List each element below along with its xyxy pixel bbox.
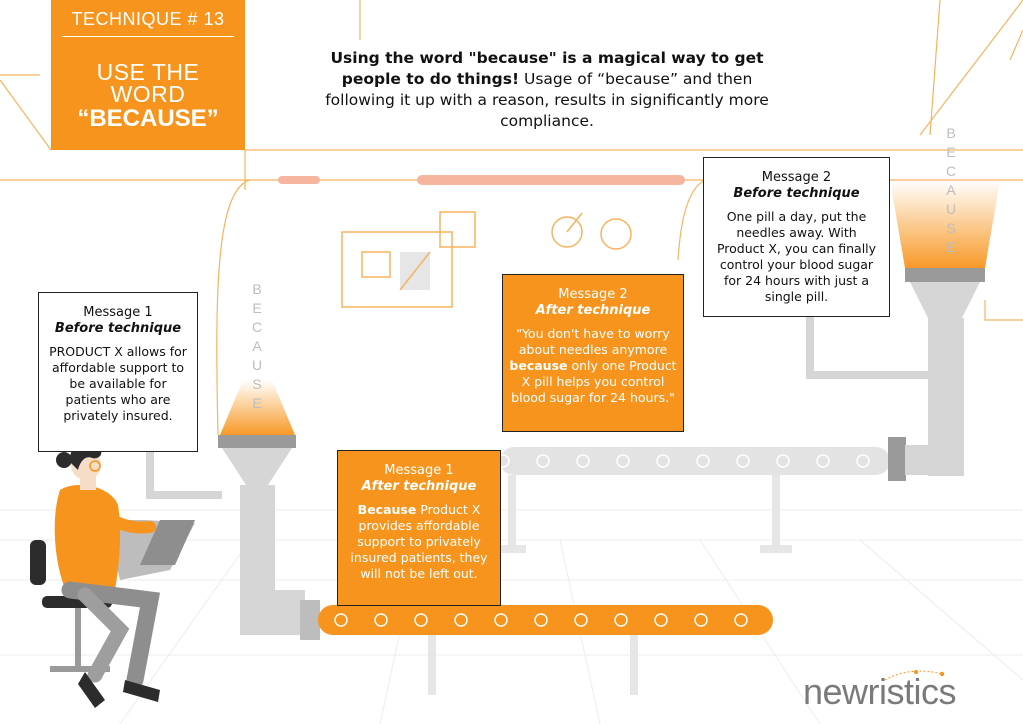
logo-dots-icon (884, 670, 945, 681)
newristics-logo: newristics (803, 671, 957, 712)
left-funnel (218, 435, 305, 635)
message-subtitle: After technique (361, 479, 477, 494)
light-beam (890, 180, 1000, 268)
message-title: Message 1 (384, 463, 454, 478)
conveyor-rollers (496, 454, 870, 468)
pipe-small (806, 315, 930, 379)
intro-text: Using the word "because" is a magical wa… (322, 48, 772, 132)
conveyor-leg (508, 475, 516, 550)
technique-title-line1: USE THE (96, 59, 200, 85)
message-subtitle: Before technique (733, 186, 860, 201)
conveyor-joint (888, 437, 906, 481)
conveyor-leg (772, 475, 780, 550)
vertical-letter: C (945, 163, 957, 179)
conveyor-foot (760, 545, 792, 553)
message-body-post: only one Product X pill helps you contro… (511, 358, 677, 405)
vertical-letter: B (252, 281, 262, 297)
message1-before-box: Message 1 Before technique PRODUCT X all… (38, 292, 198, 452)
technique-divider (62, 36, 234, 37)
vertical-letter: U (945, 201, 957, 217)
vertical-letter: A (252, 338, 262, 354)
because-highlight: Because (357, 502, 417, 517)
technique-label: TECHNIQUE # 13 (71, 9, 225, 29)
message-body-text: Product X provides affordable support to… (350, 502, 488, 581)
wall-decor (399, 251, 431, 291)
message-subtitle: Before technique (54, 321, 182, 336)
person-illustration (30, 444, 195, 708)
conveyor-leg (630, 635, 638, 695)
vertical-letter: C (251, 319, 263, 335)
technique-box: TECHNIQUE # 13 USE THE WORD “BECAUSE” (51, 0, 245, 150)
technique-title-line3: “BECAUSE” (77, 105, 219, 132)
message-body: Because Product X provides affordable su… (344, 502, 494, 582)
conveyor-joint (300, 600, 320, 640)
vertical-letter: B (946, 125, 956, 141)
message-body: PRODUCT X allows for affordable support … (49, 344, 187, 423)
message-title: Message 2 (761, 170, 832, 185)
technique-title-line2: WORD (110, 81, 186, 107)
vertical-letter: S (946, 220, 956, 236)
message-title: Message 2 (558, 287, 628, 302)
conveyor-leg (428, 635, 436, 695)
pipe-small (146, 452, 222, 499)
message-body-pre: "You don't have to worry about needles a… (516, 326, 670, 357)
conveyor-rollers (334, 613, 748, 627)
message1-after-box: Message 1 After technique Because Produc… (337, 450, 501, 606)
message2-before-box: Message 2 Before technique One pill a da… (703, 157, 890, 317)
vertical-letter: E (946, 239, 956, 255)
ceiling-light (278, 176, 320, 184)
conveyor-foot (498, 545, 526, 553)
message-body: "You don't have to worry about needles a… (509, 326, 677, 406)
vertical-letter: E (252, 395, 262, 411)
wall-decor (341, 211, 632, 308)
lower-conveyor (318, 605, 773, 635)
vertical-letter: E (946, 144, 956, 160)
vertical-letter: E (252, 300, 262, 316)
message2-after-box: Message 2 After technique "You don't hav… (502, 274, 684, 432)
message-body: One pill a day, put the needles away. Wi… (716, 209, 877, 304)
intro-bold: Using the word "because" is a magical wa… (330, 49, 764, 88)
message-subtitle: After technique (535, 303, 651, 318)
message-title: Message 1 (83, 305, 153, 320)
right-funnel (905, 268, 985, 476)
because-highlight: because (509, 358, 568, 373)
vertical-letter: U (251, 357, 263, 373)
intro-rest: Usage of “because” and then following it… (325, 70, 769, 130)
vertical-letter: A (946, 182, 956, 198)
vertical-letter: S (252, 376, 262, 392)
upper-conveyor (500, 447, 890, 475)
ceiling-light (417, 175, 685, 185)
light-beam (220, 380, 295, 435)
